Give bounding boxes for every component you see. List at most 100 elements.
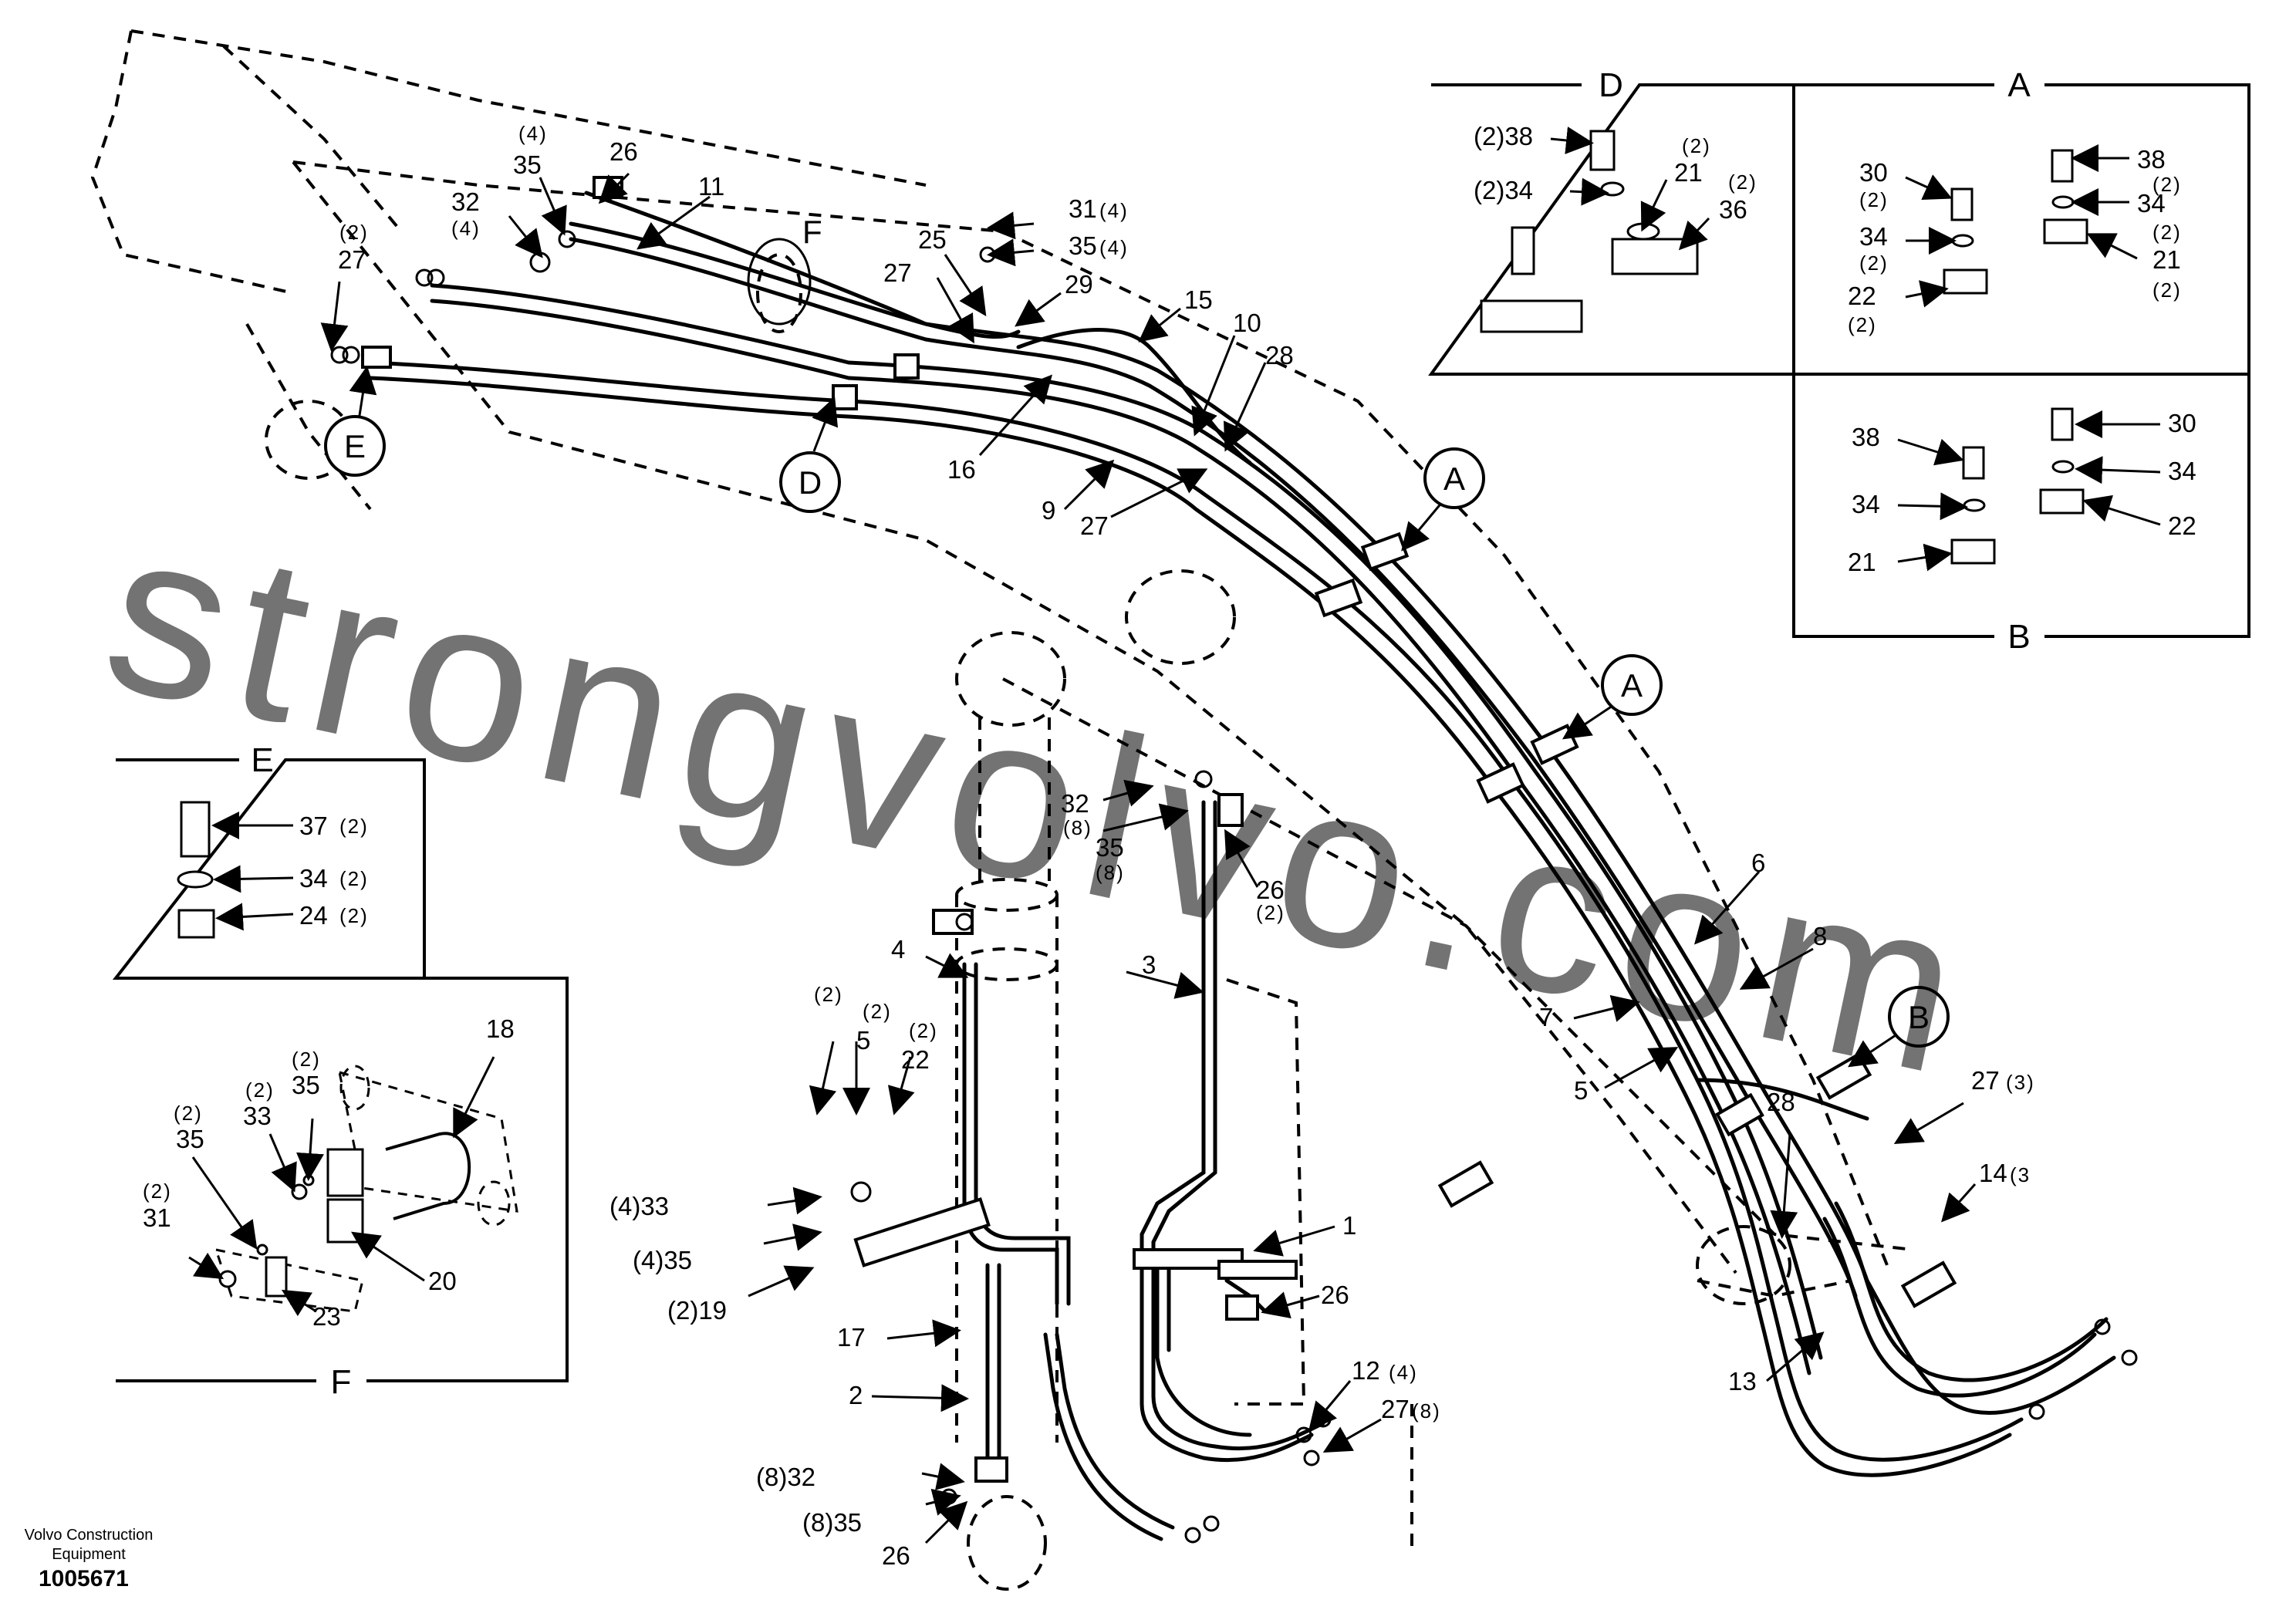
detail-label: (2): [1859, 251, 1889, 275]
svg-text:D: D: [799, 464, 822, 501]
svg-text:D: D: [1599, 66, 1623, 104]
detail-label: (2): [1859, 188, 1889, 211]
detail-label: 33: [243, 1102, 272, 1130]
label: 17: [837, 1323, 866, 1352]
detail-label: 18: [486, 1014, 515, 1043]
label: 6: [1751, 849, 1765, 877]
label: (2): [814, 983, 843, 1006]
label: 35: [1096, 833, 1124, 862]
drawing-number: 1005671: [39, 1566, 129, 1591]
callout-E: E: [324, 366, 386, 477]
label: 16: [947, 455, 976, 484]
label: (8): [1063, 816, 1092, 839]
label: 26: [609, 137, 638, 166]
detail-label: (2): [1848, 313, 1877, 336]
detail-label: 30: [2168, 409, 2196, 437]
detail-label: (2)34: [1474, 176, 1533, 204]
detail-label: (2): [1682, 134, 1711, 157]
label: (4): [1099, 236, 1129, 259]
label: (2)19: [667, 1296, 727, 1325]
label: 4: [891, 935, 905, 964]
bolts: [330, 230, 2138, 1544]
detail-F: F 18 (2) 33: [116, 977, 569, 1401]
footer-brand: Volvo Construction Equipment: [15, 1526, 162, 1564]
label: (2): [863, 1000, 892, 1023]
label: 26: [1321, 1281, 1349, 1309]
detail-label: 24: [299, 901, 328, 930]
label: 27: [1080, 511, 1109, 540]
callout-A-mid: A: [1562, 654, 1663, 740]
label: 22: [901, 1045, 930, 1074]
callout-B: B: [1848, 986, 1950, 1068]
detail-label: (2): [245, 1078, 275, 1102]
label: (4)35: [633, 1246, 692, 1274]
label: 8: [1813, 922, 1827, 950]
detail-label: 31: [143, 1203, 171, 1232]
callout-F: F: [747, 214, 822, 326]
detail-label: (2): [1728, 170, 1757, 194]
label: 10: [1233, 309, 1261, 337]
label: (4): [1389, 1361, 1418, 1384]
label: 1: [1342, 1211, 1356, 1240]
svg-text:A: A: [2007, 66, 2031, 104]
footer-brand-line2: Equipment: [52, 1546, 126, 1563]
detail-label: 34: [2137, 189, 2166, 218]
detail-label: 35: [176, 1125, 204, 1153]
detail-label: (2): [2152, 221, 2182, 244]
detail-label: 34: [2168, 457, 2196, 485]
label: (2): [339, 221, 369, 244]
label: (8)32: [756, 1463, 815, 1491]
detail-label: 21: [1848, 548, 1876, 576]
svg-text:F: F: [802, 214, 822, 250]
label: (2): [909, 1019, 938, 1042]
svg-text:A: A: [1443, 461, 1465, 497]
label: 11: [698, 172, 724, 201]
label: 27: [338, 245, 366, 274]
svg-text:A: A: [1621, 667, 1643, 704]
detail-label: (2): [2152, 278, 2182, 302]
label: 25: [918, 225, 947, 254]
detail-label: 34: [299, 864, 328, 893]
label: 29: [1065, 270, 1093, 299]
label: (4): [1099, 199, 1129, 222]
label: 32: [451, 187, 480, 216]
leader-lines: [320, 172, 1977, 1544]
detail-label: (2): [2152, 173, 2182, 196]
svg-text:E: E: [344, 428, 366, 464]
detail-label: 37: [299, 812, 328, 840]
svg-text:B: B: [1908, 999, 1930, 1035]
label: 27: [1971, 1066, 2000, 1095]
label: 15: [1184, 285, 1213, 314]
detail-label: (2): [174, 1102, 203, 1125]
footer-brand-line1: Volvo Construction: [24, 1527, 154, 1544]
label: 27: [1381, 1395, 1410, 1423]
label: 2: [849, 1381, 863, 1409]
svg-text:E: E: [251, 741, 273, 779]
label: (3): [2006, 1071, 2035, 1094]
label: (4)33: [609, 1192, 669, 1220]
detail-label: 30: [1859, 158, 1888, 187]
detail-label: 36: [1719, 195, 1747, 224]
label: (4): [451, 217, 481, 240]
label: 13: [1728, 1367, 1757, 1396]
label: 5: [1574, 1076, 1588, 1105]
detail-label: 22: [2168, 511, 2196, 540]
label: 32: [1061, 789, 1089, 818]
detail-label: 21: [1674, 158, 1703, 187]
label: (3: [2010, 1163, 2031, 1186]
detail-label: 21: [2152, 245, 2181, 274]
detail-A: A 30 (2) 38 (2) 34 (2) 34 (2) 21 (2) 22 …: [1794, 66, 2250, 376]
detail-label: (2): [339, 815, 369, 838]
label: 28: [1767, 1088, 1795, 1116]
label: 9: [1042, 496, 1055, 525]
label: 31: [1069, 194, 1097, 223]
detail-B: B 38 30 34 34 22 21: [1792, 374, 2250, 656]
detail-label: 22: [1848, 282, 1876, 310]
detail-label: (2): [292, 1048, 321, 1071]
detail-label: (2)38: [1474, 122, 1533, 150]
label: (8)35: [802, 1508, 862, 1537]
detail-label: 38: [1852, 423, 1880, 451]
label: 7: [1539, 1003, 1553, 1031]
label: 35: [1069, 231, 1097, 260]
